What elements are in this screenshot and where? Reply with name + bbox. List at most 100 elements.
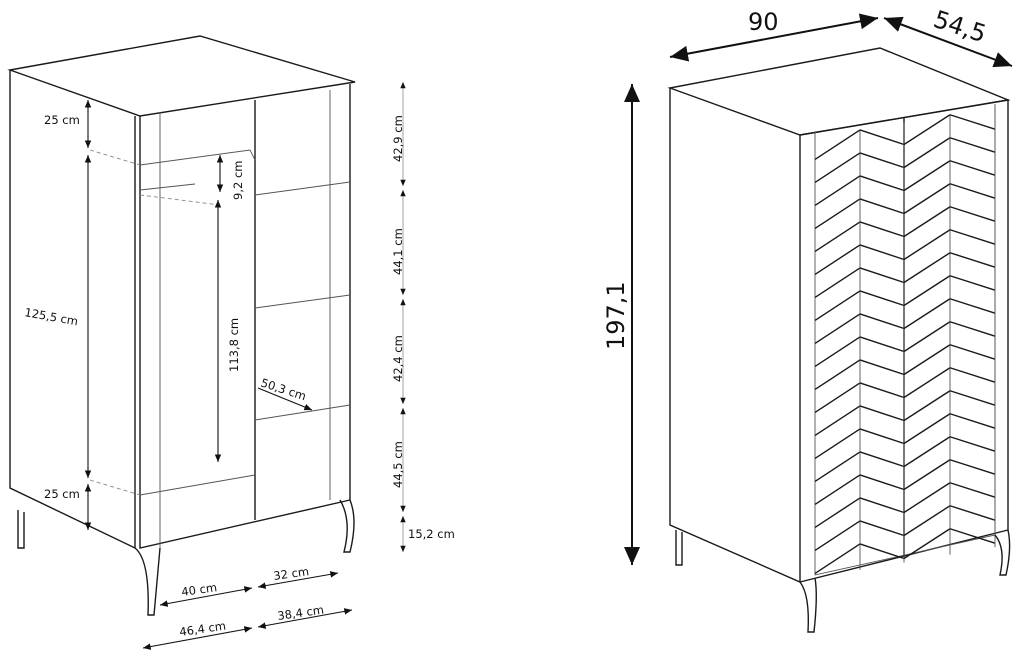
- chevron-stripe: [903, 505, 951, 537]
- shelf-dimensions: 42,9 cm 44,1 cm 42,4 cm 44,5 cm 15,2 cm: [391, 82, 455, 552]
- chevron-stripe: [949, 436, 996, 452]
- dim-top-gap: 25 cm: [44, 113, 80, 127]
- chevron-stripe: [814, 474, 861, 506]
- overall-dimensions: 90 54,5 197,1: [602, 5, 1013, 565]
- chevron-stripe: [949, 459, 996, 475]
- dim-shelf-1: 42,9 cm: [391, 115, 405, 162]
- dim-shelf-2: 44,1 cm: [391, 228, 405, 275]
- chevron-stripe: [814, 382, 861, 414]
- chevron-stripe: [903, 390, 951, 422]
- chevron-stripe: [949, 275, 996, 291]
- chevron-stripe: [859, 428, 905, 445]
- closed-wardrobe: [667, 47, 1011, 633]
- chevron-stripe: [949, 482, 996, 498]
- chevron-stripe: [814, 129, 861, 161]
- chevron-stripe: [859, 244, 905, 261]
- chevron-stripe: [859, 198, 905, 215]
- chevron-stripe: [903, 183, 951, 215]
- chevron-stripe: [949, 390, 996, 406]
- dim-leg: 15,2 cm: [408, 527, 455, 541]
- chevron-stripe: [814, 359, 861, 391]
- chevron-stripe: [859, 474, 905, 491]
- chevron-stripe: [814, 244, 861, 276]
- chevron-stripe: [903, 137, 951, 169]
- chevron-stripe: [949, 137, 996, 153]
- chevron-stripe: [859, 359, 905, 376]
- chevron-stripe: [949, 413, 996, 429]
- dim-outer-right: 38,4 cm: [276, 603, 324, 623]
- chevron-stripe: [903, 275, 951, 307]
- chevron-stripe: [814, 313, 861, 345]
- chevron-stripe: [859, 451, 905, 468]
- chevron-stripe: [859, 405, 905, 422]
- side-dimensions: 25 cm 125,5 cm 25 cm 9,2 cm 113,8 cm 50,…: [23, 100, 313, 530]
- chevron-stripe: [903, 482, 951, 514]
- chevron-stripe: [814, 428, 861, 460]
- chevron-stripe: [949, 183, 996, 199]
- chevron-stripe: [814, 520, 861, 552]
- dim-width: 90: [748, 8, 779, 36]
- dim-height: 197,1: [602, 281, 630, 350]
- chevron-stripe: [949, 206, 996, 222]
- chevron-stripe: [903, 367, 951, 399]
- dim-hanging-inner: 113,8 cm: [227, 318, 241, 372]
- chevron-stripe: [903, 229, 951, 261]
- chevron-stripe: [814, 451, 861, 483]
- chevron-stripe: [859, 382, 905, 399]
- chevron-stripe: [903, 298, 951, 330]
- chevron-stripe: [903, 252, 951, 284]
- herringbone-pattern: [814, 107, 996, 575]
- open-wardrobe: [7, 35, 356, 616]
- dim-shelf-3: 42,4 cm: [391, 335, 405, 382]
- dim-depth: 54,5: [930, 5, 989, 48]
- chevron-stripe: [949, 321, 996, 337]
- chevron-stripe: [814, 221, 861, 253]
- chevron-stripe: [859, 221, 905, 238]
- chevron-stripe: [903, 321, 951, 353]
- chevron-stripe: [859, 336, 905, 353]
- dim-inner-left: 40 cm: [180, 580, 217, 599]
- chevron-stripe: [814, 543, 861, 575]
- chevron-stripe: [859, 267, 905, 284]
- chevron-stripe: [814, 152, 861, 184]
- chevron-stripe: [903, 413, 951, 445]
- chevron-stripe: [903, 206, 951, 238]
- chevron-stripe: [903, 528, 951, 560]
- chevron-stripe: [949, 229, 996, 245]
- chevron-stripe: [859, 175, 905, 192]
- chevron-stripe: [859, 129, 905, 146]
- dim-bottom-gap: 25 cm: [44, 487, 80, 501]
- chevron-stripe: [814, 405, 861, 437]
- chevron-stripe: [859, 543, 905, 560]
- chevron-stripe: [859, 497, 905, 514]
- chevron-stripe: [814, 497, 861, 529]
- dim-shelf-4: 44,5 cm: [391, 441, 405, 488]
- chevron-stripe: [949, 528, 996, 544]
- chevron-stripe: [859, 152, 905, 169]
- width-dimensions: 40 cm 32 cm 46,4 cm 38,4 cm: [142, 564, 353, 650]
- chevron-stripe: [859, 313, 905, 330]
- chevron-stripe: [903, 114, 951, 146]
- dim-inner-right: 32 cm: [272, 564, 309, 583]
- chevron-stripe: [814, 336, 861, 368]
- chevron-stripe: [859, 520, 905, 537]
- chevron-stripe: [814, 175, 861, 207]
- chevron-stripe: [949, 114, 996, 130]
- dim-shelf-depth: 50,3 cm: [259, 376, 308, 404]
- chevron-stripe: [949, 160, 996, 176]
- dim-hanging-height: 125,5 cm: [23, 305, 79, 328]
- dim-rail-gap: 9,2 cm: [231, 161, 245, 200]
- chevron-stripe: [814, 267, 861, 299]
- chevron-stripe: [949, 344, 996, 360]
- dim-outer-left: 46,4 cm: [178, 619, 226, 639]
- chevron-stripe: [814, 290, 861, 322]
- chevron-stripe: [949, 252, 996, 268]
- chevron-stripe: [903, 160, 951, 192]
- chevron-stripe: [903, 344, 951, 376]
- chevron-stripe: [949, 298, 996, 314]
- chevron-stripe: [903, 436, 951, 468]
- chevron-stripe: [859, 290, 905, 307]
- chevron-stripe: [814, 198, 861, 230]
